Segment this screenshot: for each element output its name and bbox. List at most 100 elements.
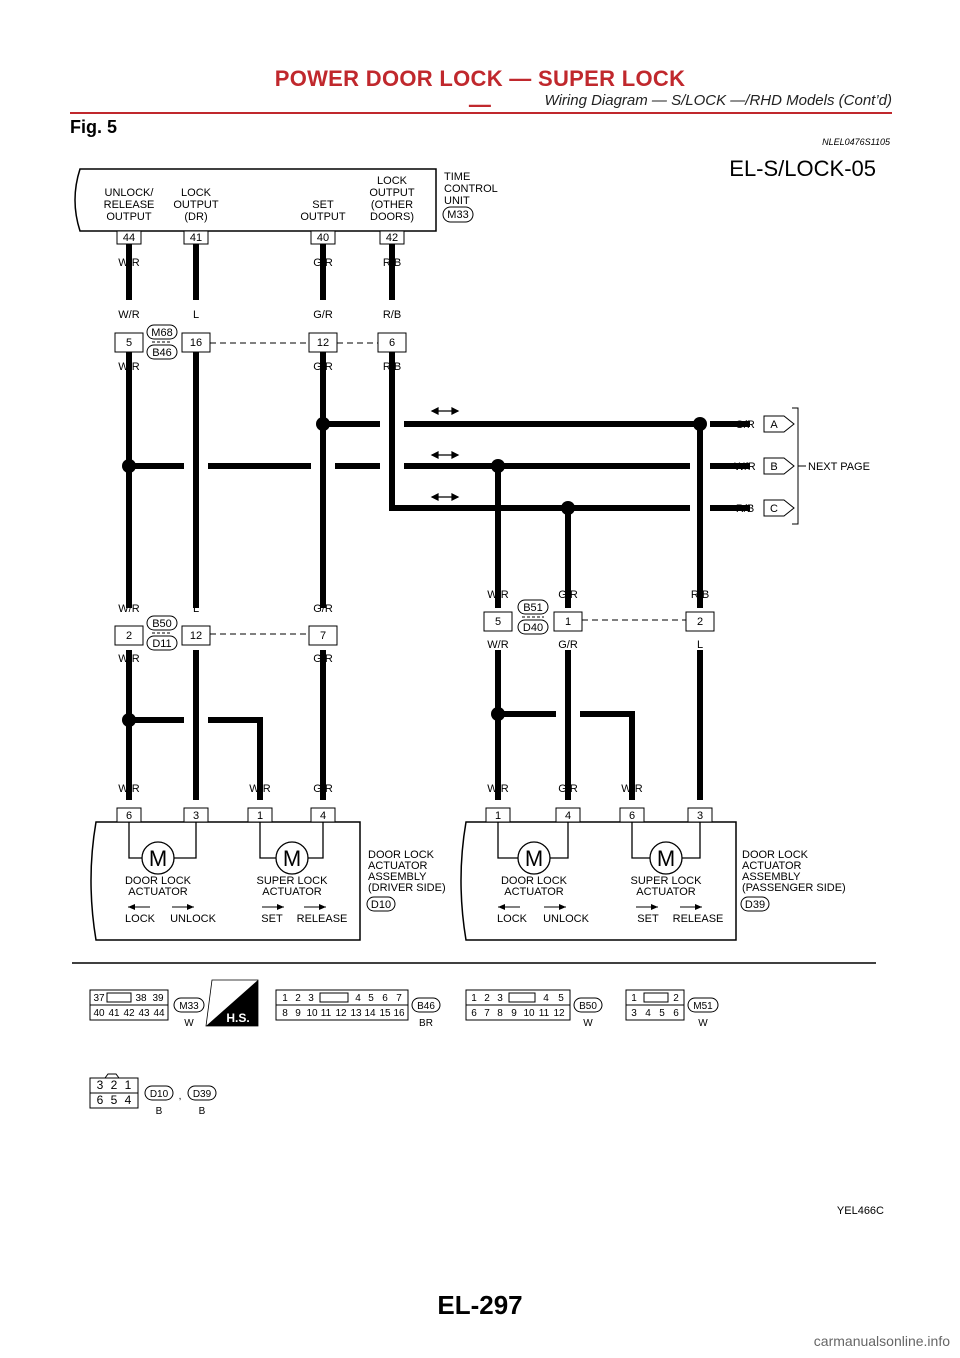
svg-text:M: M: [283, 846, 301, 871]
svg-text:6: 6: [673, 1008, 679, 1019]
svg-text:9: 9: [511, 1008, 517, 1019]
header-rule: [70, 112, 892, 114]
svg-text:W/R: W/R: [118, 361, 139, 373]
svg-text:4: 4: [320, 810, 326, 822]
connector-m68-b46: 5 16 12 6 M68 B46: [114, 324, 407, 360]
svg-text:4: 4: [125, 1093, 132, 1107]
svg-text:1: 1: [495, 810, 501, 822]
tcu-output-label: LOCK: [377, 175, 408, 187]
svg-text:M: M: [149, 846, 167, 871]
tcu-output-label: SET: [312, 199, 334, 211]
svg-text:G/R: G/R: [558, 589, 578, 601]
svg-text:SET: SET: [637, 913, 659, 925]
connector-b51-d40: 5 1 2 B51 D40: [483, 599, 715, 635]
svg-text:12: 12: [553, 1008, 565, 1019]
svg-text:4: 4: [355, 993, 361, 1004]
svg-text:B: B: [156, 1106, 163, 1117]
svg-text:B50: B50: [579, 1001, 597, 1012]
svg-text:DOOR LOCK: DOOR LOCK: [125, 875, 192, 887]
svg-text:G/R: G/R: [558, 639, 578, 651]
svg-text:LOCK: LOCK: [497, 913, 528, 925]
svg-text:9: 9: [295, 1008, 301, 1019]
tcu-output-label: (OTHER: [371, 199, 413, 211]
svg-text:G/R: G/R: [313, 603, 333, 615]
tcu-connector: M33: [447, 209, 468, 221]
svg-text:7: 7: [396, 993, 402, 1004]
svg-text:W/R: W/R: [118, 653, 139, 665]
svg-text:UNLOCK: UNLOCK: [170, 913, 217, 925]
svg-text:1: 1: [125, 1078, 132, 1092]
svg-text:W/R: W/R: [487, 639, 508, 651]
svg-text:ASSEMBLY: ASSEMBLY: [742, 871, 801, 883]
svg-text:M68: M68: [151, 327, 172, 339]
tcu-pin: 41: [190, 232, 202, 244]
svg-text:1: 1: [282, 993, 288, 1004]
hs-badge: H.S.: [226, 1011, 249, 1025]
tcu-output-label: OUTPUT: [106, 211, 152, 223]
svg-text:SUPER LOCK: SUPER LOCK: [257, 875, 329, 887]
wires: [126, 244, 750, 800]
svg-text:W/R: W/R: [734, 461, 755, 473]
svg-text:10: 10: [306, 1008, 318, 1019]
svg-text:M: M: [657, 846, 675, 871]
svg-text:G/R: G/R: [313, 361, 333, 373]
svg-text:8: 8: [497, 1008, 503, 1019]
svg-text:37: 37: [93, 993, 105, 1004]
svg-text:2: 2: [111, 1078, 118, 1092]
tcu-output-label: OUTPUT: [173, 199, 219, 211]
junctions: [122, 417, 707, 727]
svg-text:B: B: [770, 461, 777, 473]
svg-text:14: 14: [364, 1008, 376, 1019]
svg-text:M51: M51: [693, 1001, 713, 1012]
driver-connector: D10: [371, 899, 391, 911]
svg-text:R/B: R/B: [383, 361, 401, 373]
time-control-unit: UNLOCK/ RELEASE OUTPUT LOCK OUTPUT (DR) …: [74, 168, 498, 245]
svg-text:7: 7: [320, 630, 326, 642]
tcu-output-label: UNLOCK/: [105, 187, 155, 199]
figure-label: Fig. 5: [70, 117, 118, 137]
svg-text:ACTUATOR: ACTUATOR: [262, 886, 322, 898]
connector-b50-d11: 2 12 7 B50 D11: [114, 615, 338, 651]
svg-text:A: A: [770, 419, 778, 431]
face-m33: 37 38 39 40 41 42 43 44 M33 W H.S.: [89, 979, 259, 1029]
passenger-connector: D39: [745, 899, 765, 911]
svg-text:2: 2: [697, 616, 703, 628]
svg-text:W: W: [583, 1018, 593, 1029]
svg-text:4: 4: [543, 993, 549, 1004]
svg-text:ACTUATOR: ACTUATOR: [742, 860, 802, 872]
svg-text:UNLOCK: UNLOCK: [543, 913, 590, 925]
svg-text:12: 12: [335, 1008, 347, 1019]
svg-text:6: 6: [629, 810, 635, 822]
svg-text:G/R: G/R: [558, 783, 578, 795]
svg-text:RELEASE: RELEASE: [673, 913, 724, 925]
wire-next-stubs: [710, 421, 750, 511]
svg-text:B51: B51: [523, 602, 543, 614]
tcu-pin: 42: [386, 232, 398, 244]
svg-text:3: 3: [308, 993, 314, 1004]
svg-text:W/R: W/R: [118, 257, 139, 269]
svg-text:16: 16: [393, 1008, 405, 1019]
svg-text:6: 6: [126, 810, 132, 822]
svg-text:G/R: G/R: [313, 309, 333, 321]
svg-text:LOCK: LOCK: [125, 913, 156, 925]
tcu-unit-label: UNIT: [444, 195, 470, 207]
svg-text:38: 38: [135, 993, 147, 1004]
svg-text:(DRIVER SIDE): (DRIVER SIDE): [368, 882, 446, 894]
svg-text:3: 3: [193, 810, 199, 822]
svg-text:1: 1: [257, 810, 263, 822]
svg-text:L: L: [193, 653, 199, 665]
next-page-label: NEXT PAGE: [808, 461, 870, 473]
tcu-unit-label: CONTROL: [444, 183, 498, 195]
svg-text:42: 42: [123, 1008, 135, 1019]
svg-text:7: 7: [484, 1008, 490, 1019]
svg-text:40: 40: [93, 1008, 105, 1019]
svg-text:6: 6: [389, 337, 395, 349]
face-m51: 1 2 3 4 5 6 M51 W: [625, 989, 719, 1029]
wire-driver-super: [129, 717, 263, 800]
svg-text:ACTUATOR: ACTUATOR: [368, 860, 428, 872]
svg-text:R/B: R/B: [691, 589, 709, 601]
svg-text:12: 12: [317, 337, 329, 349]
svg-text:RELEASE: RELEASE: [297, 913, 348, 925]
svg-text:DOOR LOCK: DOOR LOCK: [368, 849, 435, 861]
svg-text:W/R: W/R: [249, 783, 270, 795]
